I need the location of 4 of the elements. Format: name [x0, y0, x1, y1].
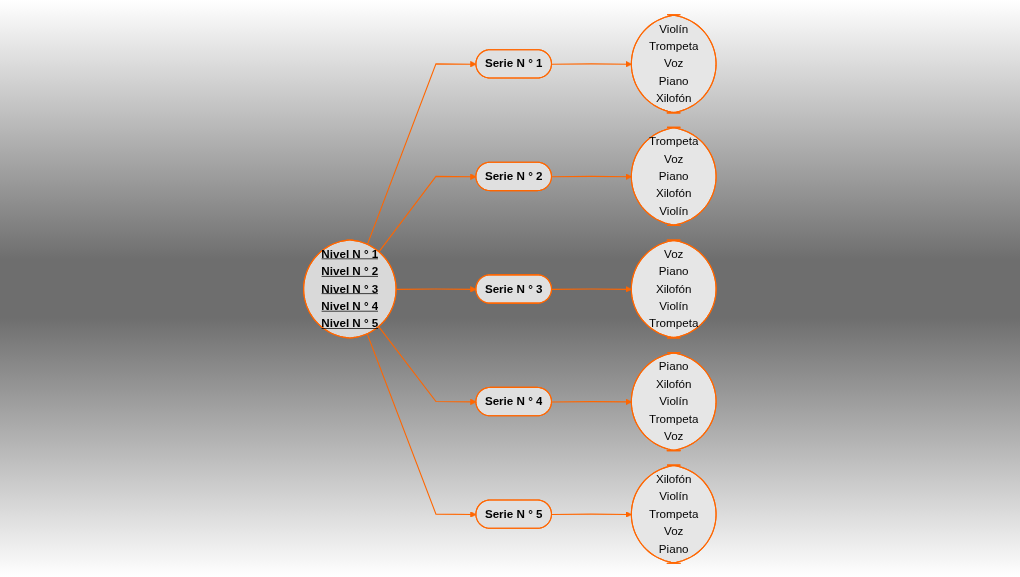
arrow	[378, 325, 477, 405]
arrow	[378, 173, 477, 252]
arrow	[366, 60, 477, 245]
arrow	[366, 333, 477, 518]
